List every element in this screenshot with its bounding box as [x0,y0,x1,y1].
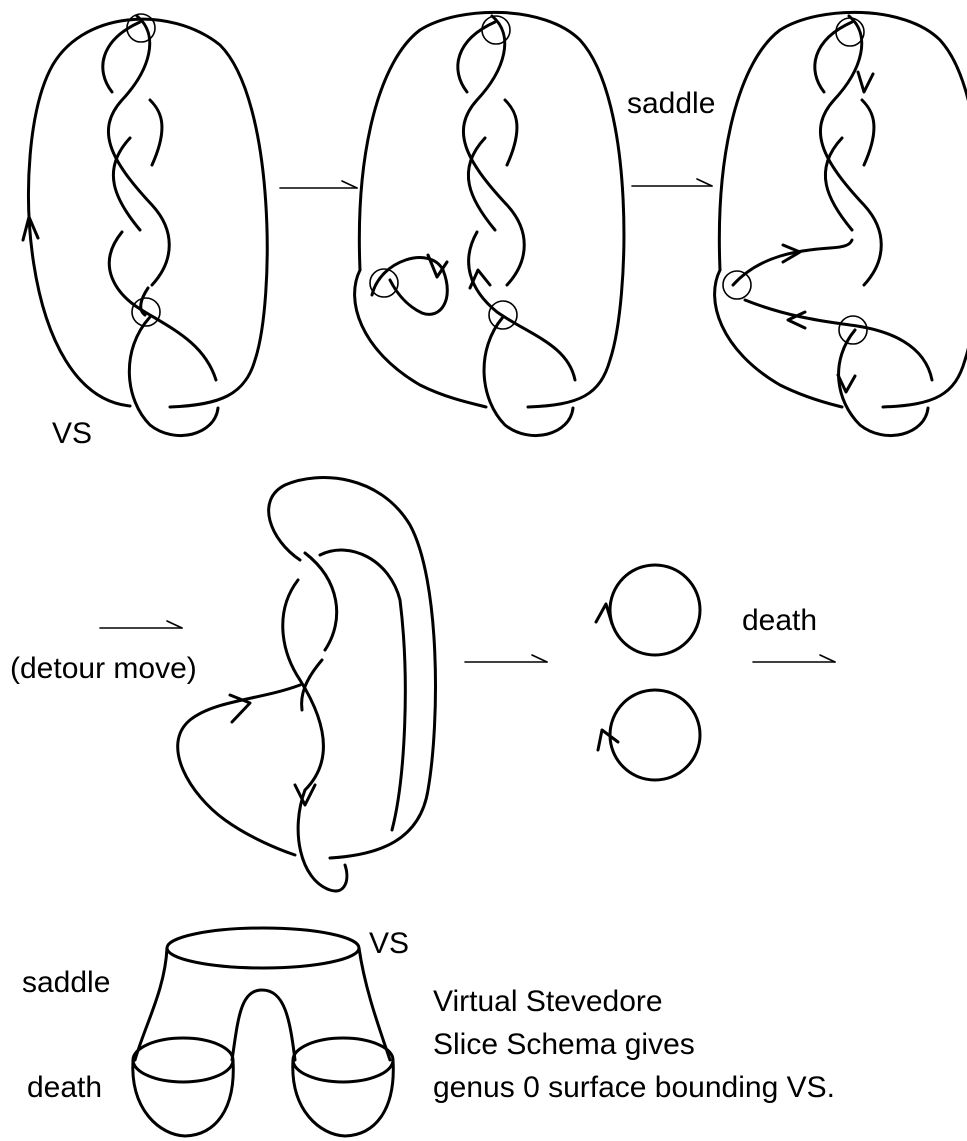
arrow-icon [280,181,357,188]
death-label: death [27,1071,102,1104]
orientation-arrow-icon [858,72,873,92]
circle-component [610,690,700,780]
virtual-crossing-marker [723,271,751,299]
genus-zero-surface [133,928,393,1136]
knot-diagram-after-detour-move [178,478,436,891]
caption-line: genus 0 surface bounding VS. [433,1071,835,1104]
knot-diagram-after-virtual-move [355,12,624,435]
unlinked-circles [596,565,700,780]
death-label: death [742,604,817,637]
saddle-label: saddle [627,87,715,120]
saddle-label: saddle [22,966,110,999]
orientation-arrow-icon [598,730,618,750]
arrow-icon [465,655,547,662]
caption-line: Slice Schema gives [433,1028,695,1061]
surface-top-boundary [167,928,359,968]
arrow-icon [632,179,712,186]
vs-label: VS [369,927,409,960]
caption-line: Virtual Stevedore [433,985,663,1018]
vs-label: VS [52,417,92,450]
virtual-crossing-marker [839,316,867,344]
circle-component [610,565,700,655]
arrow-icon [753,655,835,662]
knot-diagram-after-saddle [715,12,967,435]
surface-death-cap [133,1038,233,1082]
arrow-icon [100,621,182,628]
surface-death-cap [293,1038,393,1082]
detour-move-label: (detour move) [10,652,197,685]
knot-diagram-virtual-stevedore [23,14,267,436]
